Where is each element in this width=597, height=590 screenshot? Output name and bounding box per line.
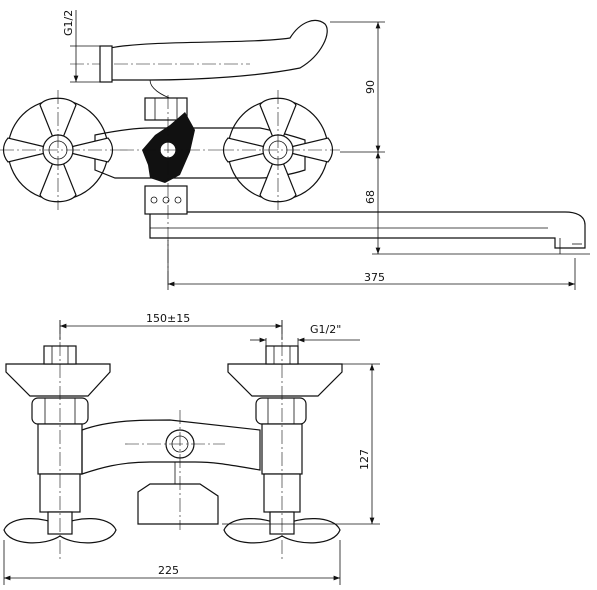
dim-height-lower: 68 [364,190,377,204]
dim-height-front: 127 [358,449,371,470]
right-top-flange [227,363,343,397]
dim-spout-length: 375 [364,271,385,284]
inlet-nipple [99,45,113,83]
center-nut [144,97,188,121]
diverter-block [137,483,219,525]
dim-height-upper: 90 [364,80,377,94]
dim-center-distance: 150±15 [146,312,190,325]
lever-handle [109,19,328,81]
dim-thread-top: G1/2 [62,10,75,36]
right-cross-handle [220,90,340,210]
dim-thread-front: G1/2" [310,323,341,336]
left-top-flange [5,363,111,397]
spout-pipe [149,200,586,249]
right-hex-nut [255,397,307,425]
diverter-ring [144,185,188,215]
front-body [81,419,261,475]
left-cross-handle [0,90,120,210]
top-view: G1/2 90 68 375 [0,10,590,290]
dim-width-front: 225 [158,564,179,577]
front-view: 150±15 G1/2" 127 225 [3,312,380,585]
